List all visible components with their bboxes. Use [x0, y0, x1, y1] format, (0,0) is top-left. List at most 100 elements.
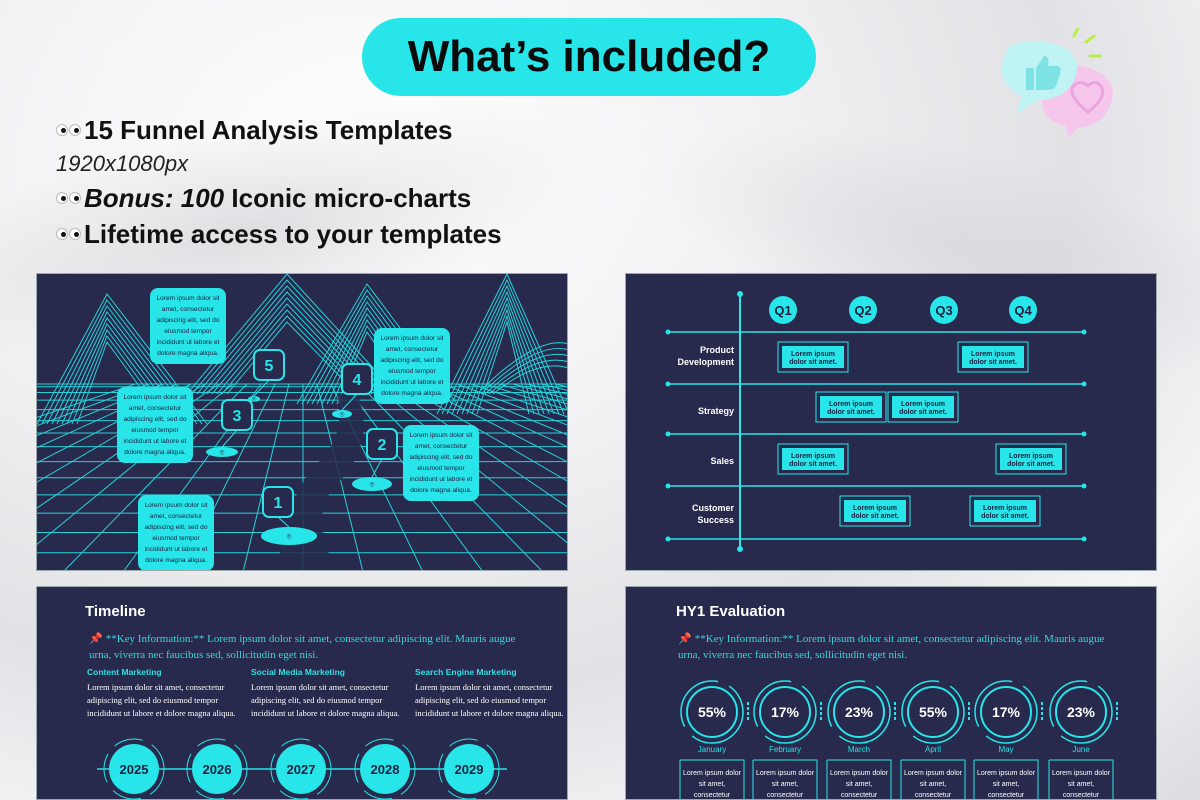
mountain-line: [46, 305, 198, 425]
roadmap-chip: [962, 346, 1024, 368]
year-ring: [186, 738, 248, 799]
bubble-text: eiusmod tempor: [131, 427, 179, 434]
bubble-text: eiusmod tempor: [164, 328, 212, 335]
gauge-ring-inner: [759, 686, 811, 738]
month-card: [752, 759, 818, 799]
grid-v-line: [37, 383, 164, 437]
marker-stem: [341, 393, 358, 411]
chip-frame: [839, 495, 911, 527]
arch-line: [484, 353, 567, 395]
gauge-percent: 17%: [771, 704, 800, 720]
bubble-text: dolore magna aliqua.: [381, 390, 443, 397]
chip-text: Lorem ipsum: [983, 505, 1027, 512]
marker-ellipse: [248, 396, 260, 402]
grid-v-line: [470, 383, 567, 418]
slide-title: Timeline: [85, 603, 146, 620]
chip-frame: [815, 391, 887, 423]
bubble-text: amet, consectetur: [162, 306, 215, 313]
gauge-ring: [753, 680, 817, 744]
roadmap-chip: [974, 500, 1036, 522]
row-dot: [1081, 431, 1087, 437]
bubble-text: amet, consectetur: [415, 443, 468, 450]
card-text: consectetur: [1063, 792, 1100, 799]
bubble-text: eiusmod tempor: [417, 465, 465, 472]
slide-title: HY1 Evaluation: [676, 603, 786, 620]
grid-v-line: [386, 383, 567, 508]
page-title: What’s included?: [407, 32, 771, 81]
quarter-label: Q3: [935, 303, 952, 318]
year-ring: [438, 738, 500, 799]
bubble-text: Lorem ipsum dolor sit: [156, 295, 219, 302]
row-dot: [1081, 483, 1087, 489]
social-decoration: [1001, 28, 1113, 138]
chip-text: Lorem ipsum: [901, 401, 945, 408]
step-number: 5: [265, 358, 274, 375]
chip-text: Lorem ipsum: [791, 453, 835, 460]
bubble-text: incididunt ut labore et: [381, 379, 444, 386]
mountain-line: [37, 293, 208, 425]
chip-text: Lorem ipsum: [1009, 453, 1053, 460]
bubble-text: adipiscing elit, sed do: [156, 317, 219, 324]
year-circle: [276, 744, 326, 794]
row-label: Customer: [692, 503, 735, 513]
gauge-ring-inner: [833, 686, 885, 738]
chip-text: Lorem ipsum: [971, 351, 1015, 358]
marker-ellipse: [332, 410, 352, 418]
marketing-columns: Content Marketing Lorem ipsum dolor sit …: [87, 667, 567, 720]
quarter-badge: [769, 296, 797, 324]
row-label: Product: [700, 345, 734, 355]
bubble-text: incididunt ut labore et: [145, 546, 208, 553]
marker-ellipse: [352, 477, 392, 491]
quarter-label: Q1: [774, 303, 791, 318]
chip-text: dolor sit amet.: [969, 359, 1017, 366]
marker-stem: [253, 379, 270, 397]
chip-text: Lorem ipsum: [853, 505, 897, 512]
year-ring: [270, 738, 332, 799]
mountain-line: [456, 296, 550, 415]
month-card: [679, 759, 745, 799]
sparkle-lines: [1072, 28, 1102, 58]
card-text: consectetur: [694, 792, 731, 799]
mountain-line: [446, 284, 560, 415]
card-text: Lorem ipsum dolor: [904, 770, 963, 777]
row-dot: [1081, 329, 1087, 335]
chip-text: dolor sit amet.: [789, 461, 837, 468]
row-dot: [665, 381, 671, 387]
chip-text: dolor sit amet.: [1007, 461, 1055, 468]
text-bubble: [117, 387, 193, 463]
grid-v-line: [37, 383, 136, 418]
row-dot: [665, 536, 671, 542]
roadmap-chip: [844, 500, 906, 522]
feature-item: Lifetime access to your templates: [56, 216, 616, 252]
marker-ellipse: [206, 447, 238, 457]
mountain-line: [471, 314, 535, 415]
gauge-ring: [901, 680, 965, 744]
chip-frame: [995, 443, 1067, 475]
year-label: 2029: [455, 762, 484, 777]
chip-frame: [969, 495, 1041, 527]
axis-dot: [737, 291, 743, 297]
gauge-percent: 55%: [698, 704, 727, 720]
mountain-line: [451, 290, 555, 415]
mountain-line: [196, 285, 388, 395]
gauge-ring-inner: [980, 686, 1032, 738]
roadmap-chip: [1000, 448, 1062, 470]
gauge-percent: 17%: [992, 704, 1021, 720]
card-text: Lorem ipsum dolor: [977, 770, 1036, 777]
marker-stem: [277, 516, 290, 528]
card-text: consectetur: [767, 792, 804, 799]
text-bubble: [150, 288, 226, 364]
arch-line: [476, 342, 567, 395]
chip-frame: [957, 341, 1029, 373]
year-label: 2026: [203, 762, 232, 777]
bubble-text: incididunt ut labore et: [124, 438, 187, 445]
bubble-text: dolore magna aliqua.: [124, 449, 186, 456]
bubble-text: amet, consectetur: [129, 405, 182, 412]
year-circle: [360, 744, 410, 794]
row-dot: [1081, 536, 1087, 542]
quarter-badge: [1009, 296, 1037, 324]
year-ring: [103, 738, 165, 799]
grid-v-line: [400, 383, 567, 482]
quarter-badge: [930, 296, 958, 324]
